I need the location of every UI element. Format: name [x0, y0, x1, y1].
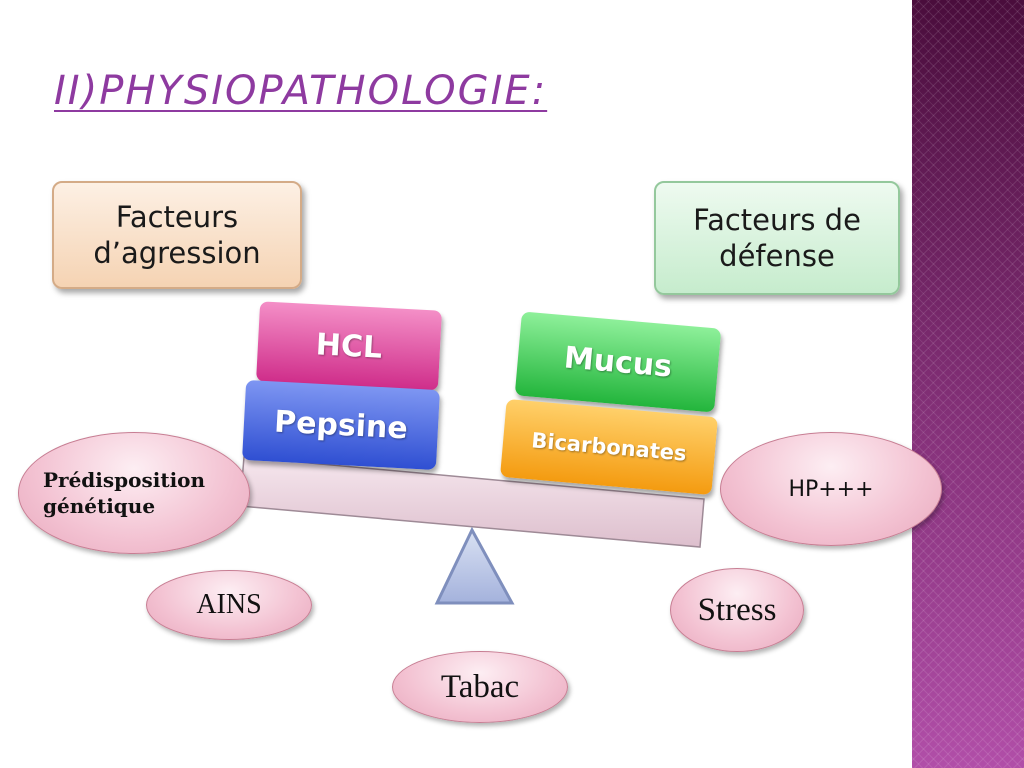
- ains-ellipse: AINS: [146, 570, 312, 640]
- hp-ellipse: HP+++: [720, 432, 942, 546]
- aggression-label-line2: d’agression: [93, 236, 261, 270]
- ains-label: AINS: [196, 589, 262, 620]
- tabac-ellipse: Tabac: [392, 651, 568, 723]
- bicarbonates-label: Bicarbonates: [530, 428, 688, 466]
- defense-factors-box: Facteurs de défense: [654, 181, 900, 295]
- pepsine-block: Pepsine: [242, 379, 440, 471]
- hcl-label: HCL: [315, 326, 383, 366]
- predisposition-line2: génétique: [43, 494, 156, 518]
- defense-label-line1: Facteurs de: [693, 202, 861, 237]
- defense-label-line2: défense: [719, 239, 835, 273]
- stress-ellipse: Stress: [670, 568, 804, 652]
- aggression-factors-box: Facteurs d’agression: [52, 181, 302, 289]
- balance-fulcrum: [434, 526, 515, 605]
- decorative-sidebar: [912, 0, 1024, 768]
- hcl-block: HCL: [256, 301, 442, 391]
- hp-label: HP+++: [788, 476, 874, 502]
- aggression-label-line1: Facteurs: [115, 199, 239, 234]
- predisposition-ellipse: Prédisposition génétique: [18, 432, 250, 554]
- pepsine-label: Pepsine: [273, 404, 409, 446]
- tabac-label: Tabac: [440, 668, 520, 705]
- mucus-label: Mucus: [562, 339, 674, 385]
- mucus-block: Mucus: [514, 311, 722, 413]
- predisposition-line1: Prédisposition: [43, 468, 206, 492]
- slide-title: II)PHYSIOPATHOLOGIE:: [54, 68, 548, 114]
- stress-label: Stress: [697, 591, 777, 628]
